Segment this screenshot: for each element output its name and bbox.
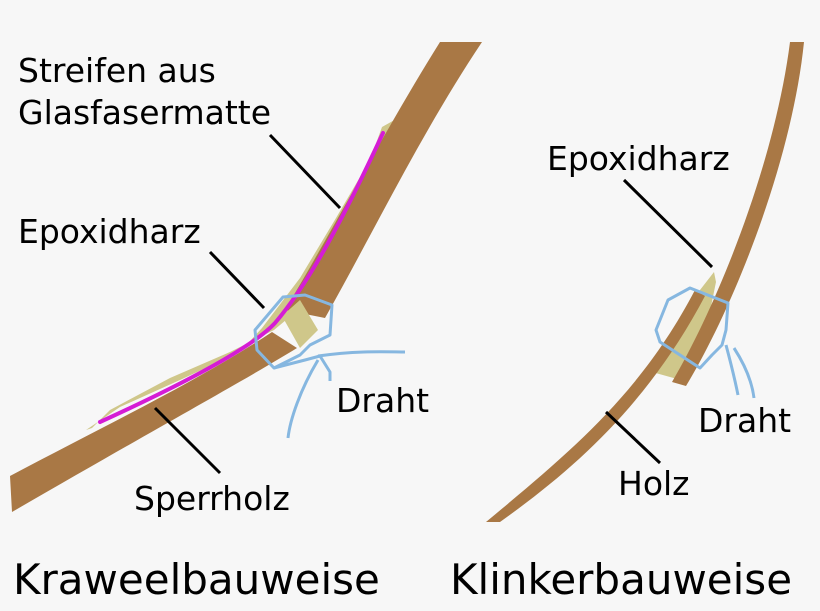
- title-clinker: Klinkerbauweise: [450, 555, 792, 604]
- clinker-illustration: [486, 42, 804, 522]
- label-wire-left: Draht: [336, 381, 429, 420]
- carvel-wire: [253, 293, 406, 439]
- carvel-plywood-lower: [10, 332, 297, 512]
- clinker-leader-lines: [604, 178, 714, 465]
- carvel-illustration: [10, 42, 482, 512]
- label-wire-right: Draht: [698, 401, 791, 440]
- label-plywood: Sperrholz: [134, 479, 290, 518]
- carvel-leader-lines: [153, 133, 342, 475]
- carvel-plywood-upper: [285, 42, 482, 318]
- carvel-seam-epoxy: [282, 300, 318, 348]
- label-epoxy-right: Epoxidharz: [547, 139, 730, 178]
- label-wood: Holz: [618, 464, 690, 503]
- clinker-wood-lower: [486, 290, 705, 522]
- label-epoxy-left: Epoxidharz: [18, 212, 201, 251]
- clinker-wood-upper: [672, 42, 804, 386]
- carvel-glass-fibre-strip: [98, 131, 385, 424]
- clinker-wire: [654, 286, 756, 399]
- label-glass-fibre-line2: Glasfasermatte: [18, 93, 271, 132]
- title-carvel: Kraweelbauweise: [13, 555, 380, 604]
- label-glass-fibre-line1: Streifen aus: [18, 51, 216, 90]
